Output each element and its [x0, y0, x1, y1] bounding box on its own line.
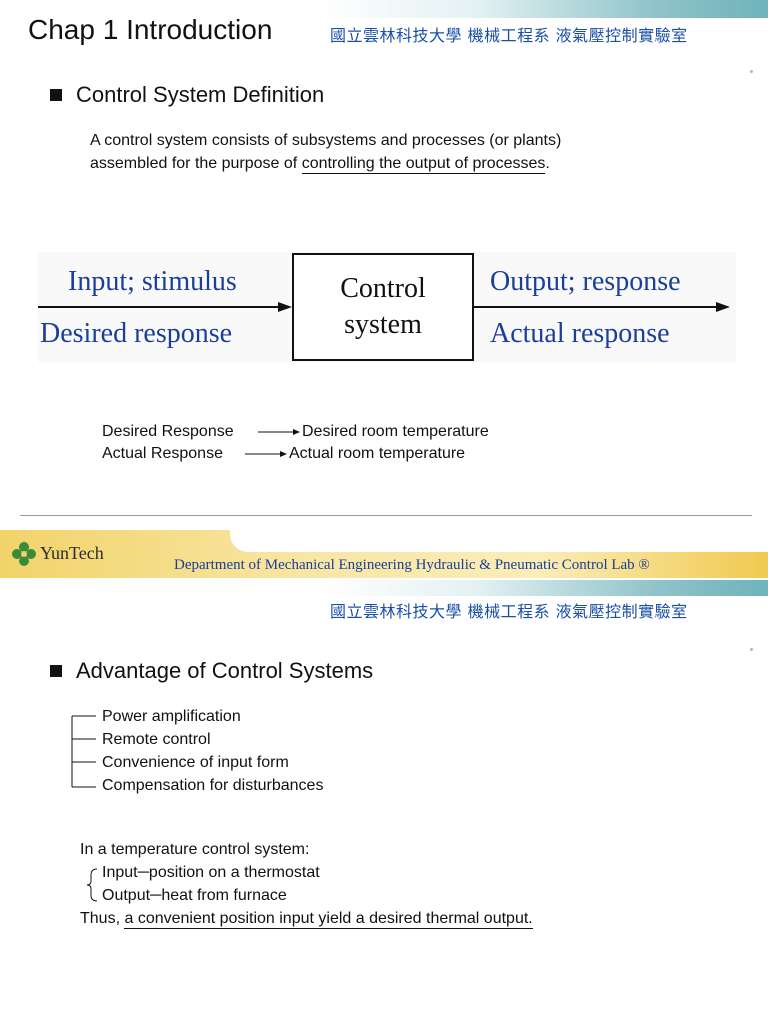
list-item: Remote control: [102, 731, 211, 748]
list-item: Compensation for disturbances: [102, 777, 324, 794]
list-item: Power amplification: [102, 708, 241, 725]
definition-line-1: A control system consists of subsystems …: [90, 132, 562, 149]
example-left-desired: Desired Response: [102, 423, 234, 440]
block-diagram-arrows: [38, 302, 730, 312]
slide-1: 國立雲林科技大學 機械工程系 液氣壓控制實驗室 Chap 1 Introduct…: [28, 0, 768, 462]
page-title: Chap 1 Introduction: [28, 14, 273, 45]
decorative-dot: [750, 70, 753, 73]
diagram-input-bottom-label: Desired response: [40, 318, 233, 349]
example-brace-icon: [86, 868, 98, 902]
example-arrow-2-icon: [245, 451, 287, 457]
slide-divider: [20, 515, 752, 516]
advantages-bracket-icon: [71, 715, 96, 788]
definition-line-2: assembled for the purpose of controlling…: [90, 152, 561, 175]
control-block-line-1: Control: [340, 273, 426, 304]
yuntech-logo-icon: [12, 542, 36, 566]
control-system-block: Control system: [292, 253, 474, 361]
list-item: Convenience of input form: [102, 754, 289, 771]
definition-end: .: [545, 155, 550, 172]
example-right-desired: Desired room temperature: [302, 423, 489, 440]
definition-paragraph: A control system consists of subsystems …: [90, 129, 561, 175]
example-left-actual: Actual Response: [102, 445, 223, 462]
yuntech-logo-text: YunTech: [40, 543, 104, 563]
section-heading-advantages: Advantage of Control Systems: [50, 658, 373, 684]
department-caption: Department of Mechanical Engineering Hyd…: [174, 557, 650, 573]
input-arrow-head-icon: [278, 302, 292, 312]
header-gradient-band: [318, 580, 768, 596]
diagram-output-top-label: Output; response: [490, 266, 681, 297]
example-right-actual: Actual room temperature: [289, 445, 466, 462]
slide-2: 國立雲林科技大學 機械工程系 液氣壓控制實驗室 Advantage of Con…: [0, 580, 768, 1024]
example-input-line: Input─position on a thermostat: [102, 864, 320, 881]
footer-white-curve: [230, 530, 768, 552]
definition-underlined-phrase: controlling the output of processes: [301, 155, 546, 174]
control-block-line-2: system: [344, 309, 422, 340]
conclusion-line: Thus, a convenient position input yield …: [80, 907, 533, 930]
decorative-dot: [750, 648, 753, 651]
square-bullet-icon: [50, 89, 62, 101]
example-arrow-1-icon: [258, 429, 300, 435]
section-heading-definition: Control System Definition: [50, 82, 324, 108]
definition-line-2-start: assembled for the purpose of: [90, 155, 302, 172]
lab-name-chinese: 國立雲林科技大學 機械工程系 液氣壓控制實驗室: [330, 602, 688, 621]
header-gradient-band: [318, 0, 768, 18]
section-heading-text: Advantage of Control Systems: [76, 658, 374, 683]
conclusion-underlined: a convenient position input yield a desi…: [124, 910, 533, 929]
diagram-output-bottom-label: Actual response: [490, 318, 670, 349]
advantages-list: Power amplification Remote control Conve…: [102, 705, 323, 797]
output-arrow-head-icon: [716, 302, 730, 312]
example-output-line: Output─heat from furnace: [102, 887, 287, 904]
square-bullet-icon: [50, 665, 62, 677]
footer-banner: YunTech Department of Mechanical Enginee…: [0, 530, 768, 578]
diagram-input-top-label: Input; stimulus: [68, 266, 237, 297]
example-intro: In a temperature control system:: [80, 841, 310, 858]
lab-name-chinese: 國立雲林科技大學 機械工程系 液氣壓控制實驗室: [330, 26, 688, 45]
conclusion-prefix: Thus,: [80, 910, 125, 927]
section-heading-text: Control System Definition: [76, 82, 325, 107]
